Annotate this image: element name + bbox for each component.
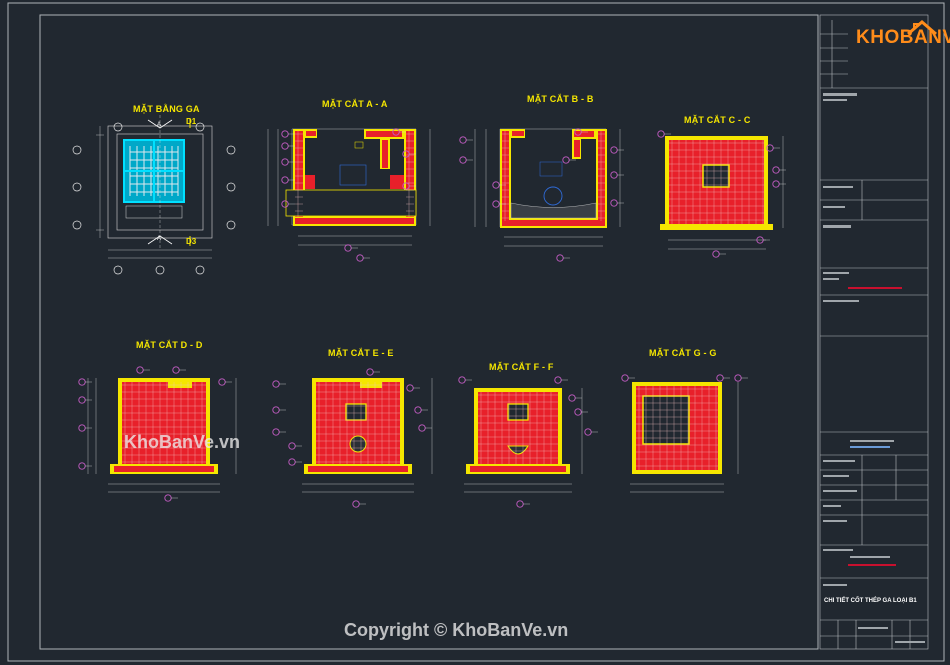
- title-section-f-f: MẶT CẮT F - F: [489, 362, 554, 372]
- plan-marker-d3: D3: [186, 237, 197, 246]
- title-section-a-a: MẶT CẮT A - A: [322, 99, 388, 109]
- watermark-small: KhoBanVe.vn: [124, 432, 241, 452]
- logo-text: KHOBANVE: [856, 27, 950, 48]
- title-section-g-g: MẶT CẮT G - G: [649, 348, 717, 358]
- rebar-callout-bubble: [610, 171, 618, 179]
- rebar-callout-bubble: [554, 376, 562, 384]
- rebar-callout-bubble: [458, 376, 466, 384]
- rebar-callout-bubble: [281, 142, 289, 150]
- rebar-callout-bubble: [772, 166, 780, 174]
- rebar-callout-bubble: [584, 428, 592, 436]
- rebar-callout-bubble: [556, 254, 564, 262]
- watermark-copyright: Copyright © KhoBanVe.vn: [344, 620, 569, 640]
- rebar-callouts: [78, 128, 786, 508]
- rebar-callout-bubble: [406, 384, 414, 392]
- rebar-callout-bubble: [78, 462, 86, 470]
- khobanve-logo: [907, 20, 937, 36]
- rebar-grids: [122, 131, 764, 470]
- rebar-callout-bubble: [366, 368, 374, 376]
- rebar-callout-bubble: [78, 424, 86, 432]
- plan-marker-top: A: [157, 122, 162, 128]
- sheet-border-outer: [7, 2, 945, 662]
- drawing-title: CHI TIẾT CỐT THÉP GA LOẠI B1: [824, 598, 917, 604]
- rebar-callout-bubble: [352, 500, 360, 508]
- rebar-callout-bubble: [459, 156, 467, 164]
- rebar-callout-bubble: [516, 500, 524, 508]
- rebar-callout-bubble: [610, 146, 618, 154]
- rebar-callout-bubble: [272, 428, 280, 436]
- rebar-callout-bubble: [344, 244, 352, 252]
- section-d-d: [87, 378, 237, 493]
- rebar-callout-bubble: [657, 130, 665, 138]
- plan-marker-bottom: A: [157, 236, 162, 242]
- title-section-e-e: MẶT CẮT E - E: [328, 348, 394, 358]
- rebar-callout-bubble: [712, 250, 720, 258]
- rebar-callout-bubble: [418, 424, 426, 432]
- section-e-e: [302, 378, 433, 493]
- title-plan: MẶT BẰNG GA: [133, 104, 200, 114]
- rebar-callout-bubble: [610, 199, 618, 207]
- rebar-callout-bubble: [78, 396, 86, 404]
- rebar-callout-bubble: [281, 130, 289, 138]
- rebar-callout-bubble: [272, 380, 280, 388]
- section-c-c: [660, 136, 784, 250]
- rebar-callout-bubble: [356, 254, 364, 262]
- section-f-f: [464, 388, 583, 493]
- rebar-callout-bubble: [164, 494, 172, 502]
- rebar-callout-bubble: [281, 158, 289, 166]
- plan-marker-d1: D1: [186, 117, 197, 126]
- rebar-callout-bubble: [172, 366, 180, 374]
- rebar-callout-bubble: [772, 180, 780, 188]
- section-g-g: [630, 382, 739, 493]
- rebar-callout-bubble: [288, 458, 296, 466]
- rebar-callout-bubble: [136, 366, 144, 374]
- rebar-callout-bubble: [716, 374, 724, 382]
- rebar-callout-bubble: [568, 394, 576, 402]
- rebar-callout-bubble: [288, 442, 296, 450]
- title-section-c-c: MẶT CẮT C - C: [684, 115, 751, 125]
- rebar-callout-bubble: [281, 176, 289, 184]
- title-section-d-d: MẶT CẮT D - D: [136, 340, 203, 350]
- rebar-callout-bubble: [492, 181, 500, 189]
- rebar-callout-bubble: [218, 378, 226, 386]
- rebar-callout-bubble: [414, 406, 422, 414]
- rebar-callout-bubble: [621, 374, 629, 382]
- rebar-callout-bubble: [459, 136, 467, 144]
- rebar-callout-bubble: [734, 374, 742, 382]
- rebar-callout-bubble: [492, 200, 500, 208]
- plan-view: [72, 115, 236, 275]
- rebar-callout-bubble: [574, 408, 582, 416]
- rebar-callout-bubble: [78, 378, 86, 386]
- rebar-callout-bubble: [272, 406, 280, 414]
- title-section-b-b: MẶT CẮT B - B: [527, 94, 594, 104]
- title-block-small-text: [823, 93, 925, 643]
- section-b-b: [474, 128, 621, 247]
- section-a-a: [267, 128, 431, 246]
- drawing-frame: [39, 14, 819, 650]
- rebar-callout-bubble: [562, 156, 570, 164]
- title-block: [819, 14, 929, 650]
